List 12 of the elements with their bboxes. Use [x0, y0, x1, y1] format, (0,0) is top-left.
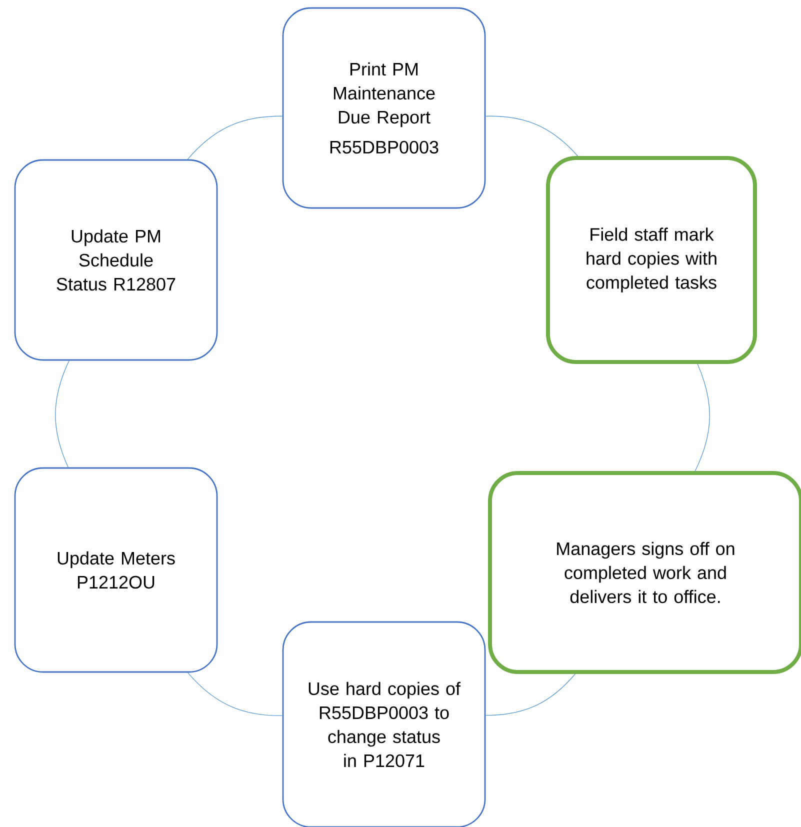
- process-box: Managers signs off on completed work and delivers it to office.: [488, 471, 801, 674]
- process-box: Field staff mark hard copies with completed tasks: [546, 156, 757, 364]
- process-box: Print PM Maintenance Due Report R55DBP0003: [282, 7, 486, 209]
- process-box: Update PM Schedule Status R12807: [14, 159, 218, 361]
- process-box: Use hard copies of R55DBP0003 to change status in P12071: [282, 621, 486, 827]
- connector-arc: [55, 360, 70, 468]
- process-box: Update Meters P1212OU: [14, 467, 218, 673]
- connector-arc: [485, 116, 578, 156]
- connector-arc: [694, 364, 710, 472]
- connector-arc: [187, 116, 283, 160]
- connector-arc: [187, 672, 283, 716]
- connector-arc: [485, 674, 576, 716]
